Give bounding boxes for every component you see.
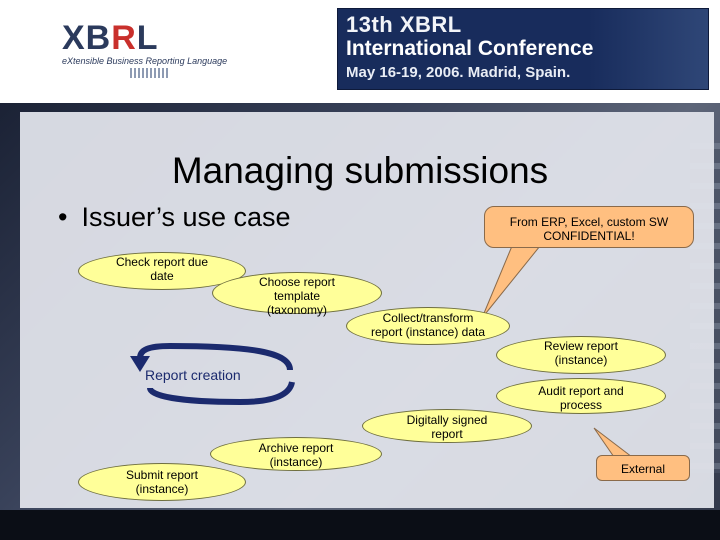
step-text-line: (instance) [135,482,189,496]
callout-line: CONFIDENTIAL! [543,229,635,243]
step-text-line: process [559,398,602,412]
bottom-strip [0,510,720,540]
step-text-line: date [150,269,174,283]
step-text-line: report [431,427,463,441]
banner-line-2: International Conference [346,37,594,60]
step-text-line: Check report due [115,255,209,269]
cycle-label: Report creation [145,367,241,383]
bullet-item: • Issuer’s use case [58,202,291,233]
bullet-dot: • [58,202,68,232]
header-area: XBRL eXtensible Business Reporting Langu… [0,0,720,100]
bullet-text: Issuer’s use case [81,202,291,232]
logo-subtitle: eXtensible Business Reporting Language [62,56,228,66]
logo-stripes [130,68,170,78]
step-submit-report: Submit report(instance) [78,463,246,501]
step-text-line: Archive report [258,441,334,455]
conference-banner: 13th XBRL International Conference May 1… [337,8,709,90]
xbrl-logo: XBRL eXtensible Business Reporting Langu… [62,18,227,78]
logo-wordmark: XBRL [62,19,159,57]
step-text-line: Audit report and [538,384,624,398]
step-text-line: (instance) [269,455,323,469]
step-review-report: Review report(instance) [496,336,666,374]
step-text-line: Review report [543,339,619,353]
step-text-line: template [273,289,320,303]
callout-confidential: From ERP, Excel, custom SW CONFIDENTIAL! [484,206,694,248]
step-text-line: report (instance) data [370,325,486,339]
step-text-line: (taxonomy) [266,303,327,317]
callout-external: External [596,455,690,481]
slide-title: Managing submissions [171,150,549,191]
step-text-line: Choose report [258,275,336,289]
step-text-line: Digitally signed [406,413,488,427]
banner-decoration [588,9,708,89]
banner-line-3: May 16-19, 2006. Madrid, Spain. [346,64,571,81]
step-text-line: Collect/transform [382,311,474,325]
step-archive-report: Archive report(instance) [210,437,382,471]
step-text-line: Submit report [125,468,199,482]
banner-line-1: 13th XBRL [346,12,462,37]
callout-line: From ERP, Excel, custom SW [509,215,669,229]
step-text-line: (instance) [554,353,608,367]
